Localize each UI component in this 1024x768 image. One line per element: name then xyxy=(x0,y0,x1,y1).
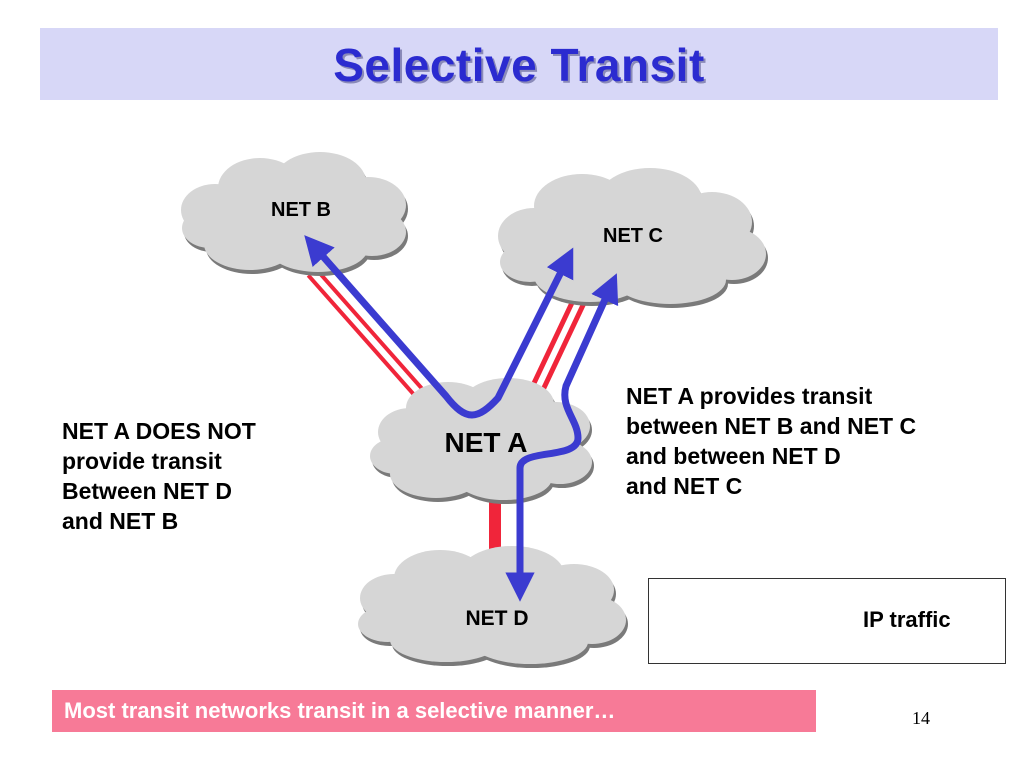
footer-text: Most transit networks transit in a selec… xyxy=(64,698,616,723)
link-net-a-net-b xyxy=(306,267,442,417)
net-d-label: NET D xyxy=(466,607,529,630)
cloud-net-d-body xyxy=(358,546,626,664)
title-bar: Selective Transit xyxy=(40,28,998,100)
note-no-transit: NET A DOES NOT provide transit Between N… xyxy=(62,418,256,534)
net-c-label: NET C xyxy=(603,225,663,247)
note-provides-transit: NET A provides transit between NET B and… xyxy=(626,383,917,499)
slide-title: Selective Transit xyxy=(333,39,705,91)
legend-box: IP traffic xyxy=(648,578,1006,664)
net-a-label: NET A xyxy=(445,427,528,458)
page-number: 14 xyxy=(912,708,930,728)
traffic-arrow-net-d-to-net-c xyxy=(505,273,619,602)
traffic-arrow-net-b-to-net-c xyxy=(304,235,574,419)
legend-label: IP traffic xyxy=(863,607,951,632)
net-b-label: NET B xyxy=(271,199,331,221)
footer-banner: Most transit networks transit in a selec… xyxy=(52,690,816,732)
